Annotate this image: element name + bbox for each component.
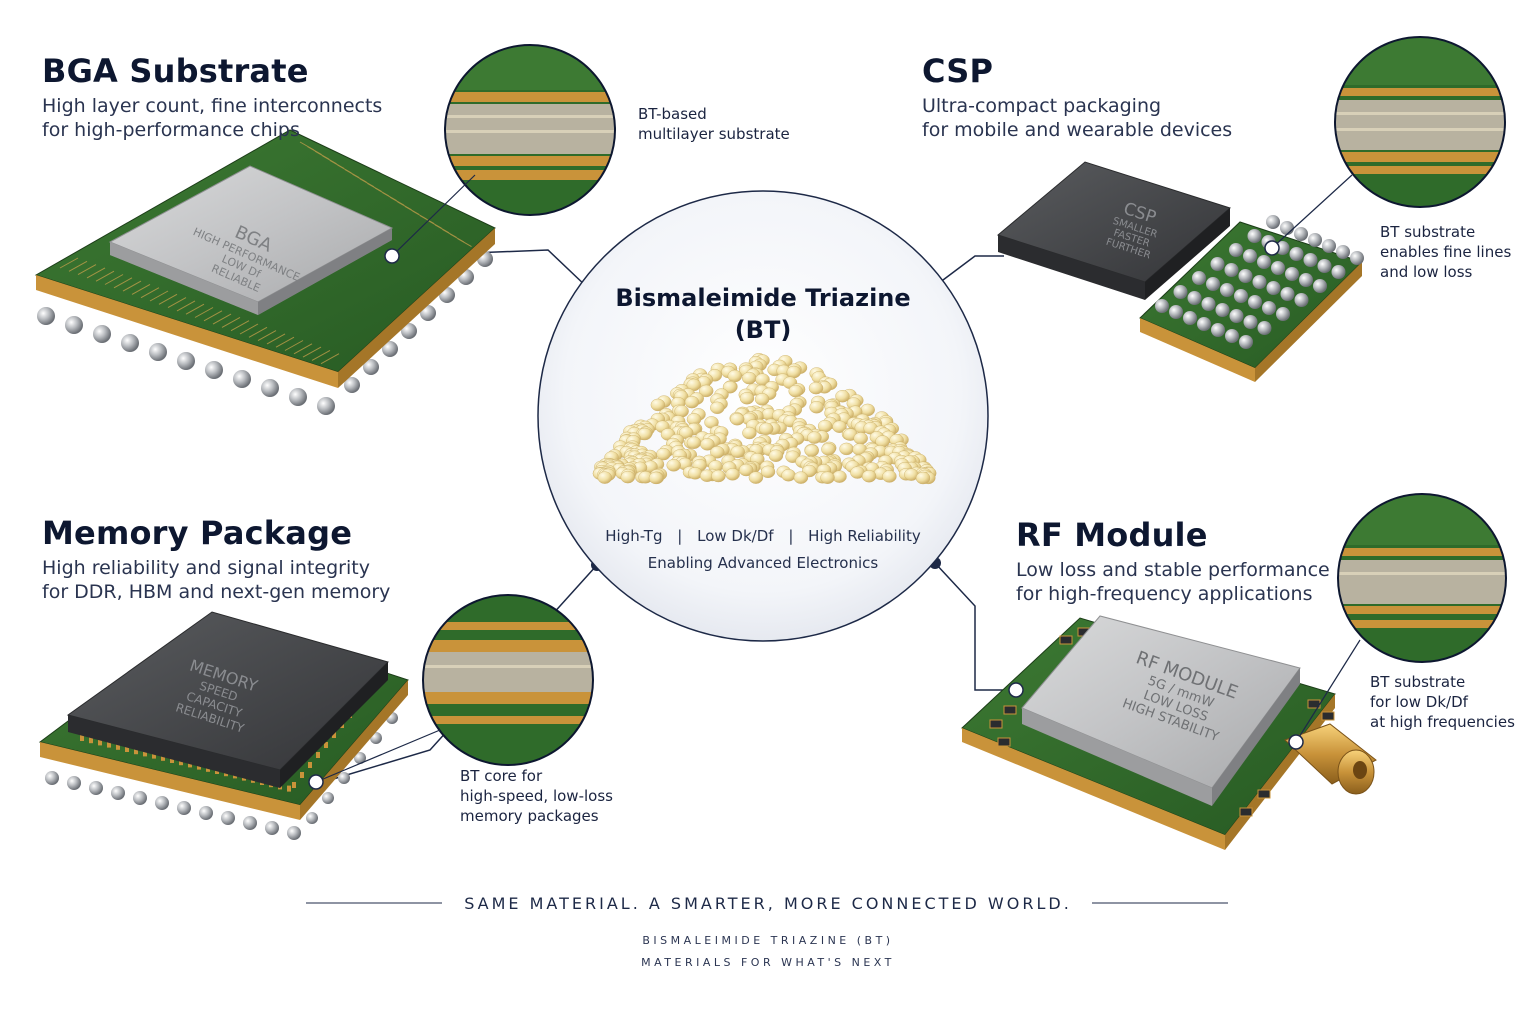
memory-cross-section-lens xyxy=(422,594,594,766)
memory-note-1: BT core for xyxy=(460,767,543,785)
csp-cross-section-lens xyxy=(1334,36,1506,208)
center-heading: Bismaleimide Triazine (BT) xyxy=(563,282,963,346)
bga-note: BT-based multilayer substrate xyxy=(638,104,790,144)
property-high-reliability: High Reliability xyxy=(808,527,921,545)
memory-subtitle-1: High reliability and signal integrity xyxy=(42,557,370,579)
bga-note-1: BT-based xyxy=(638,105,707,123)
csp-chip-illustration xyxy=(996,161,1364,382)
rf-note-1: BT substrate xyxy=(1370,673,1466,691)
rf-title: RF Module xyxy=(1016,516,1208,554)
center-title-line1: Bismaleimide Triazine xyxy=(615,284,911,312)
memory-note: BT core for high-speed, low-loss memory … xyxy=(460,766,613,826)
footer-line-1: BISMALEIMIDE TRIAZINE (BT) xyxy=(642,934,894,947)
memory-note-2: high-speed, low-loss xyxy=(460,787,613,805)
csp-subtitle-1: Ultra-compact packaging xyxy=(922,95,1162,117)
footer-line-2: MATERIALS FOR WHAT'S NEXT xyxy=(641,956,895,969)
memory-chip-illustration xyxy=(38,611,409,840)
rf-section: RF Module Low loss and stable performanc… xyxy=(1016,516,1330,606)
rf-note: BT substrate for low Dk/Df at high frequ… xyxy=(1370,672,1515,732)
bga-section: BGA Substrate High layer count, fine int… xyxy=(42,52,382,142)
center-properties: High-Tg | Low Dk/Df | High Reliability xyxy=(563,527,963,545)
csp-note-2: enables fine lines xyxy=(1380,243,1512,261)
csp-section: CSP Ultra-compact packaging for mobile a… xyxy=(922,52,1232,142)
memory-title: Memory Package xyxy=(42,514,353,552)
memory-section: Memory Package High reliability and sign… xyxy=(42,514,390,604)
memory-note-3: memory packages xyxy=(460,807,599,825)
bga-chip-illustration xyxy=(34,129,496,415)
bga-subtitle-2: for high-performance chips xyxy=(42,119,300,141)
rf-note-2: for low Dk/Df xyxy=(1370,693,1468,711)
csp-note: BT substrate enables fine lines and low … xyxy=(1380,222,1511,282)
csp-note-3: and low loss xyxy=(1380,263,1473,281)
memory-subtitle-2: for DDR, HBM and next-gen memory xyxy=(42,581,391,603)
csp-note-1: BT substrate xyxy=(1380,223,1476,241)
footer-tagline: SAME MATERIAL. A SMARTER, MORE CONNECTED… xyxy=(464,894,1072,913)
bga-subtitle-1: High layer count, fine interconnects xyxy=(42,95,383,117)
center-tagline: Enabling Advanced Electronics xyxy=(647,554,879,572)
property-separator-1: | xyxy=(677,527,683,545)
bga-cross-section-lens xyxy=(444,44,616,216)
bga-title: BGA Substrate xyxy=(42,52,309,90)
property-low-dkdf: Low Dk/Df xyxy=(697,527,774,545)
csp-title: CSP xyxy=(922,52,994,90)
resin-pellet-pile xyxy=(592,353,937,485)
rf-subtitle-1: Low loss and stable performance xyxy=(1016,559,1330,581)
csp-subtitle-2: for mobile and wearable devices xyxy=(922,119,1233,141)
property-high-tg: High-Tg xyxy=(605,527,663,545)
rf-note-3: at high frequencies xyxy=(1370,713,1515,731)
property-separator-2: | xyxy=(788,527,794,545)
center-title-line2: (BT) xyxy=(734,316,792,344)
bga-note-2: multilayer substrate xyxy=(638,125,790,143)
rf-module-illustration xyxy=(961,615,1377,850)
rf-subtitle-2: for high-frequency applications xyxy=(1016,583,1313,605)
